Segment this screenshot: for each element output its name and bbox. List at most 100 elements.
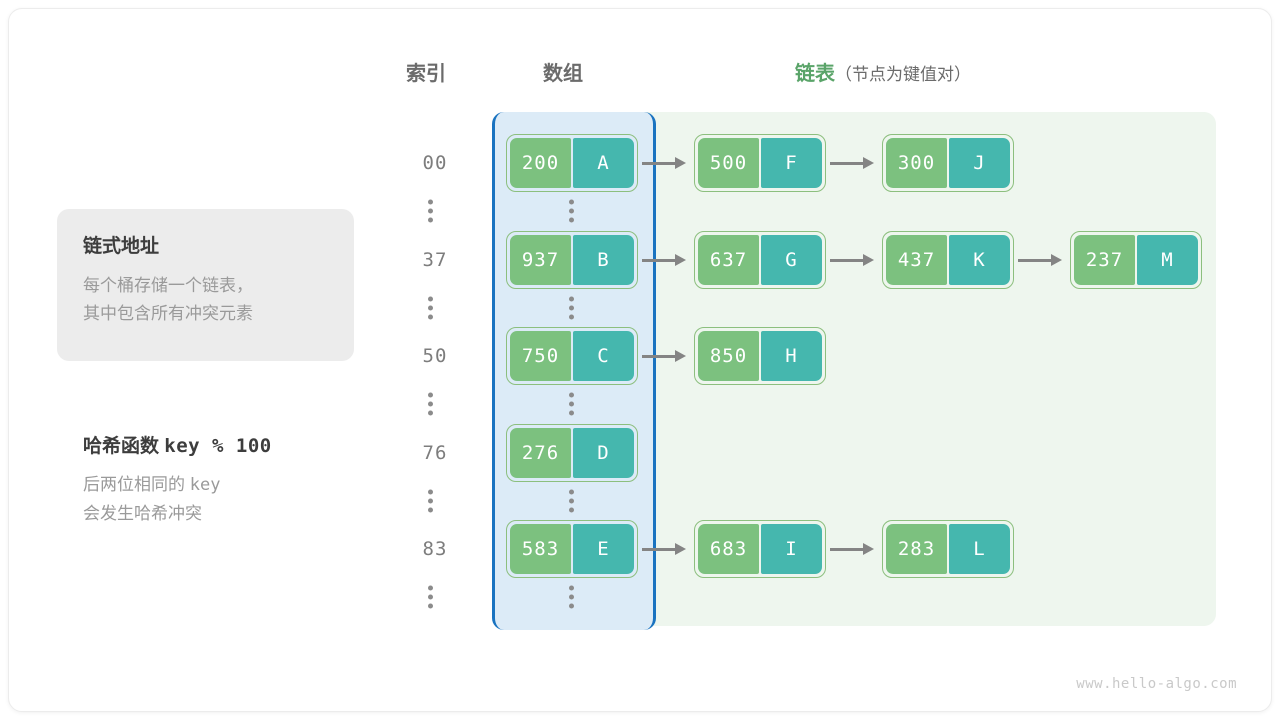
chain-arrow-icon	[826, 154, 882, 172]
array-ellipsis	[569, 585, 574, 609]
array-ellipsis	[569, 199, 574, 223]
arrow-shaft	[642, 161, 682, 165]
array-ellipsis	[569, 392, 574, 416]
pair-value: C	[573, 331, 634, 381]
hash-function-description: 后两位相同的 key 会发生哈希冲突	[83, 471, 413, 527]
ellipsis-dot	[428, 401, 433, 407]
pair-key: 583	[510, 524, 571, 574]
arrow-shaft	[642, 354, 682, 358]
index-ellipsis	[428, 296, 433, 320]
pair-value: G	[761, 235, 822, 285]
pair-key: 437	[886, 235, 947, 285]
info-card-line-1: 每个桶存储一个链表，	[83, 276, 253, 295]
pair-key: 683	[698, 524, 759, 574]
ellipsis-dot	[569, 498, 574, 504]
header-index: 索引	[406, 63, 446, 85]
ellipsis-row	[0, 486, 1280, 516]
chain-arrow-icon	[826, 540, 882, 558]
hash-function-title: 哈希函数 key % 100	[83, 431, 413, 458]
ellipsis-dot	[428, 507, 433, 513]
pair-value: D	[573, 428, 634, 478]
arrow-head	[675, 350, 686, 362]
arrow-shaft	[830, 258, 870, 262]
chain-arrow-icon	[638, 154, 694, 172]
arrow-shaft	[830, 547, 870, 551]
hash-note-line-1-text: 后两位相同的	[83, 475, 185, 494]
ellipsis-dot	[428, 392, 433, 398]
hash-function-note: 哈希函数 key % 100 后两位相同的 key 会发生哈希冲突	[83, 431, 413, 527]
array-ellipsis	[569, 489, 574, 513]
pair-key: 500	[698, 138, 759, 188]
arrow-head	[863, 157, 874, 169]
ellipsis-dot	[569, 507, 574, 513]
arrow-head	[675, 543, 686, 555]
arrow-shaft	[642, 547, 682, 551]
pair-key: 237	[1074, 235, 1135, 285]
pair-key: 300	[886, 138, 947, 188]
ellipsis-dot	[428, 603, 433, 609]
header-linked-list-main: 链表	[795, 63, 835, 85]
pair-value: I	[761, 524, 822, 574]
pair-key: 937	[510, 235, 571, 285]
arrow-shaft	[1018, 258, 1058, 262]
ellipsis-dot	[428, 217, 433, 223]
footer-url: www.hello-algo.com	[1076, 676, 1237, 692]
pair-value: A	[573, 138, 634, 188]
header-linked-list: 链表（节点为键值对）	[795, 57, 971, 86]
pair-value: H	[761, 331, 822, 381]
ellipsis-dot	[569, 217, 574, 223]
chain-arrow-icon	[638, 347, 694, 365]
index-ellipsis	[428, 489, 433, 513]
chain-arrow-icon	[638, 540, 694, 558]
pair-value: F	[761, 138, 822, 188]
arrow-head	[863, 543, 874, 555]
ellipsis-dot	[428, 594, 433, 600]
bucket-index: 83	[422, 538, 448, 560]
ellipsis-dot	[428, 199, 433, 205]
pair-key: 750	[510, 331, 571, 381]
ellipsis-dot	[569, 603, 574, 609]
array-ellipsis	[569, 296, 574, 320]
pair-key: 850	[698, 331, 759, 381]
ellipsis-dot	[428, 208, 433, 214]
ellipsis-row	[0, 389, 1280, 419]
ellipsis-dot	[428, 314, 433, 320]
hash-function-label: 哈希函数	[83, 436, 160, 457]
ellipsis-row	[0, 196, 1280, 226]
ellipsis-dot	[428, 296, 433, 302]
arrow-head	[863, 254, 874, 266]
bucket-index: 76	[422, 442, 448, 464]
ellipsis-dot	[569, 208, 574, 214]
info-card-line-2: 其中包含所有冲突元素	[83, 303, 253, 323]
index-ellipsis	[428, 392, 433, 416]
ellipsis-dot	[428, 585, 433, 591]
pair-value: E	[573, 524, 634, 574]
arrow-head	[675, 157, 686, 169]
pair-value: J	[949, 138, 1010, 188]
ellipsis-dot	[569, 410, 574, 416]
header-array: 数组	[543, 63, 583, 85]
bucket-index: 37	[422, 249, 448, 271]
ellipsis-dot	[569, 489, 574, 495]
ellipsis-dot	[569, 392, 574, 398]
